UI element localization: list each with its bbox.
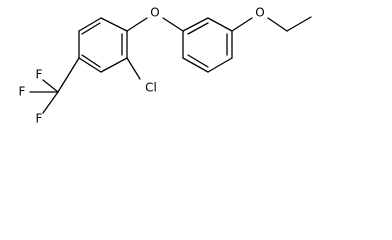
bond-ring1-lower-left-double: [81, 54, 101, 68]
bond-cf3-to-f-top: [42, 79, 59, 93]
bond-cf3-to-f-bottom: [42, 91, 59, 114]
bond-ring2-lower-right: [207, 57, 233, 73]
bond-ring1-top: [78, 17, 102, 32]
atom-label-chlorine: Cl: [145, 81, 157, 95]
bond-ch2-to-ch3: [286, 16, 312, 32]
atom-label-fluorine-top: F: [36, 68, 43, 82]
ethoxy-group: O: [231, 6, 312, 32]
bond-ring1-to-chlorine: [126, 57, 141, 80]
bond-ring2-upper-left: [182, 17, 209, 32]
bond-ring1-lower-right: [100, 57, 128, 73]
chloro-substituent: Cl: [126, 57, 157, 95]
bond-ring1-lower-left: [78, 57, 102, 73]
atom-label-bridge-oxygen: O: [150, 6, 159, 20]
bond-ring2-upper-right: [207, 17, 233, 32]
right-benzene-ring: [182, 17, 233, 73]
bond-bridge-oxygen-to-ring2: [162, 17, 184, 32]
bond-ring1-to-cf3: [57, 57, 80, 93]
structure-canvas: F F F Cl O: [19, 6, 312, 126]
chemical-structure-diagram: F F F Cl O: [19, 6, 312, 126]
bond-ring2-lower-left-double: [187, 54, 209, 68]
atom-label-ethoxy-oxygen: O: [255, 6, 264, 20]
bond-ring2-lower-left: [182, 57, 209, 73]
bond-ring1-upper-right: [100, 17, 128, 32]
bond-ring1-top-double: [81, 22, 101, 35]
bond-ring2-upper-left-double: [187, 22, 209, 35]
bond-ring2-to-ethoxy-oxygen: [231, 17, 253, 32]
bond-ethoxy-oxygen-to-ch2: [267, 17, 288, 32]
left-benzene-ring: [78, 17, 128, 73]
atom-label-fluorine-left: F: [19, 85, 26, 99]
trifluoromethyl-group: F F F: [19, 57, 80, 126]
atom-label-fluorine-bottom: F: [36, 112, 43, 126]
ether-bridge: O: [126, 6, 184, 32]
bond-ring1-to-bridge-oxygen: [126, 17, 148, 32]
